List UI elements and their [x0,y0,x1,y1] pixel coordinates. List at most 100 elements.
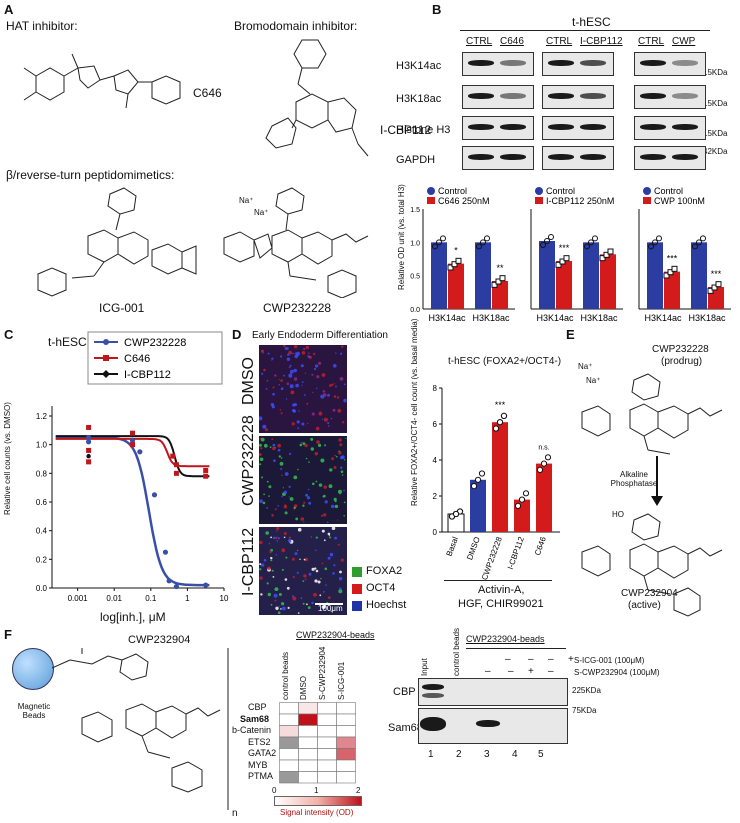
d-dot-2-108 [304,578,307,581]
b-xlabel-2-1: H3K18ac [688,313,726,323]
c-ytick-6: 1.2 [36,412,48,421]
f-hm-cell-6-3 [336,771,356,784]
d-dot-1-68 [261,476,264,479]
b-band-r2-g2-l1 [672,124,698,130]
c-pt-cwp-3 [137,449,143,455]
d-dot-2-89 [270,556,273,560]
b-legend-dot-ctrl-2 [643,187,651,195]
d-dot-0-54 [274,374,277,377]
d-dot-2-14 [278,593,282,596]
b-bar-ctrl-2-1 [691,242,707,309]
b-band-r2-g1-l0 [548,124,574,130]
b-pt-treat-1-0-2 [563,255,570,262]
d-pt-3-1 [518,496,526,503]
f-hm-row-1: Sam68 [240,713,270,724]
b-pt-treat-0-0-0 [447,264,454,271]
d-image-dmso [259,345,347,433]
d-dot-2-50 [315,549,317,552]
d-legend-swatch-foxa2 [352,567,362,577]
c-legend-label-1: C646 [124,353,150,365]
b-pt-ctrl-2-1-1 [696,239,702,246]
d-dot-2-82 [259,563,262,566]
f-hm-cell-3-0 [279,736,299,749]
b-pt-treat-2-1-0 [707,287,714,294]
d-dot-0-100 [298,410,300,412]
c-pt-c646-8 [203,473,209,479]
c-ytick-2: 0.4 [36,527,48,536]
d-dot-0-55 [308,352,310,355]
e-prodrug-structure [581,373,723,455]
d-dot-0-107 [293,377,298,381]
d-footer-1: Activin-A, [478,584,525,596]
d-dot-0-105 [327,425,330,427]
b-row-h3k14ac: H3K14ac [396,60,442,72]
d-dot-1-8 [299,443,303,447]
b-band-r0-g2-l0 [640,60,666,66]
b-bar-treat-1-0 [556,261,572,309]
d-scale-bar [315,603,343,605]
d-dot-0-108 [327,393,330,397]
d-dot-2-71 [271,569,274,572]
b-band-r0-g2-l1 [672,60,698,66]
c-legend-box [87,331,223,385]
b-legend-sq-treat-1 [535,197,543,204]
d-dot-1-56 [288,485,291,488]
b-pt-treat-0-0-1 [451,261,458,268]
d-dot-1-80 [277,443,281,448]
e-active-tag: (active) [628,600,661,611]
d-dot-1-0 [266,480,269,483]
d-pt-2-4 [496,419,504,426]
b-pt-ctrl-1-0-2 [548,234,554,240]
d-dot-1-30 [300,441,303,444]
c-ylabel: Relative cell counts (vs. DMSO) [3,402,12,515]
magnetic-bead-icon [12,648,54,690]
f-hm-cell-1-1 [298,713,318,726]
d-dot-0-7 [306,402,309,405]
d-dot-1-7 [307,488,310,491]
d-dot-2-62 [272,576,275,578]
c-legend-marker-2 [102,370,110,378]
d-scale-label: 100μm [318,604,343,613]
d-dot-1-107 [324,445,326,447]
c-title: t-hESC [48,335,87,349]
b-pt-treat-1-1-1 [603,251,610,258]
d-dot-2-97 [314,567,317,570]
b-pt-ctrl-0-0-2 [440,235,446,242]
d-dot-2-30 [286,586,290,590]
d-dot-0-60 [322,418,324,420]
d-dot-0-45 [265,428,268,432]
d-dot-0-64 [294,352,297,355]
b-size-4: 42KDa [703,147,728,156]
d-dot-1-17 [343,501,346,504]
d-dot-2-68 [331,526,336,530]
d-dot-1-101 [288,496,290,498]
d-dot-0-6 [297,427,300,430]
d-dot-2-90 [292,596,297,601]
d-dot-1-76 [320,458,325,463]
d-pt-4-0 [536,466,544,474]
b-bar-treat-1-1 [600,254,616,309]
d-ytick-1: 2 [433,492,438,501]
c-xtick-0: 0.001 [68,594,89,603]
b-treat-3: CWP [672,36,696,47]
b-band-r3-g1-l1 [580,154,606,160]
d-dot-2-17 [275,606,279,610]
d-dot-2-105 [334,536,337,540]
b-size-2: 15KDa [703,99,728,108]
d-dot-0-19 [332,408,336,412]
d-dot-2-35 [273,593,278,598]
c-pt-cwp-4 [151,492,158,498]
d-dot-1-38 [277,505,280,507]
d-dot-0-61 [283,374,285,377]
d-dot-0-32 [271,359,273,361]
c-pt-c646-9 [170,453,176,459]
d-dot-0-75 [288,366,291,369]
d-dot-2-72 [339,587,342,590]
c-xlabel: log[inh.], μM [100,610,166,624]
d-dot-1-46 [282,487,284,489]
d-dot-1-89 [263,443,268,448]
d-dot-2-51 [329,536,332,539]
b-bar-ctrl-2-0 [647,242,663,309]
d-dot-0-92 [271,357,274,360]
